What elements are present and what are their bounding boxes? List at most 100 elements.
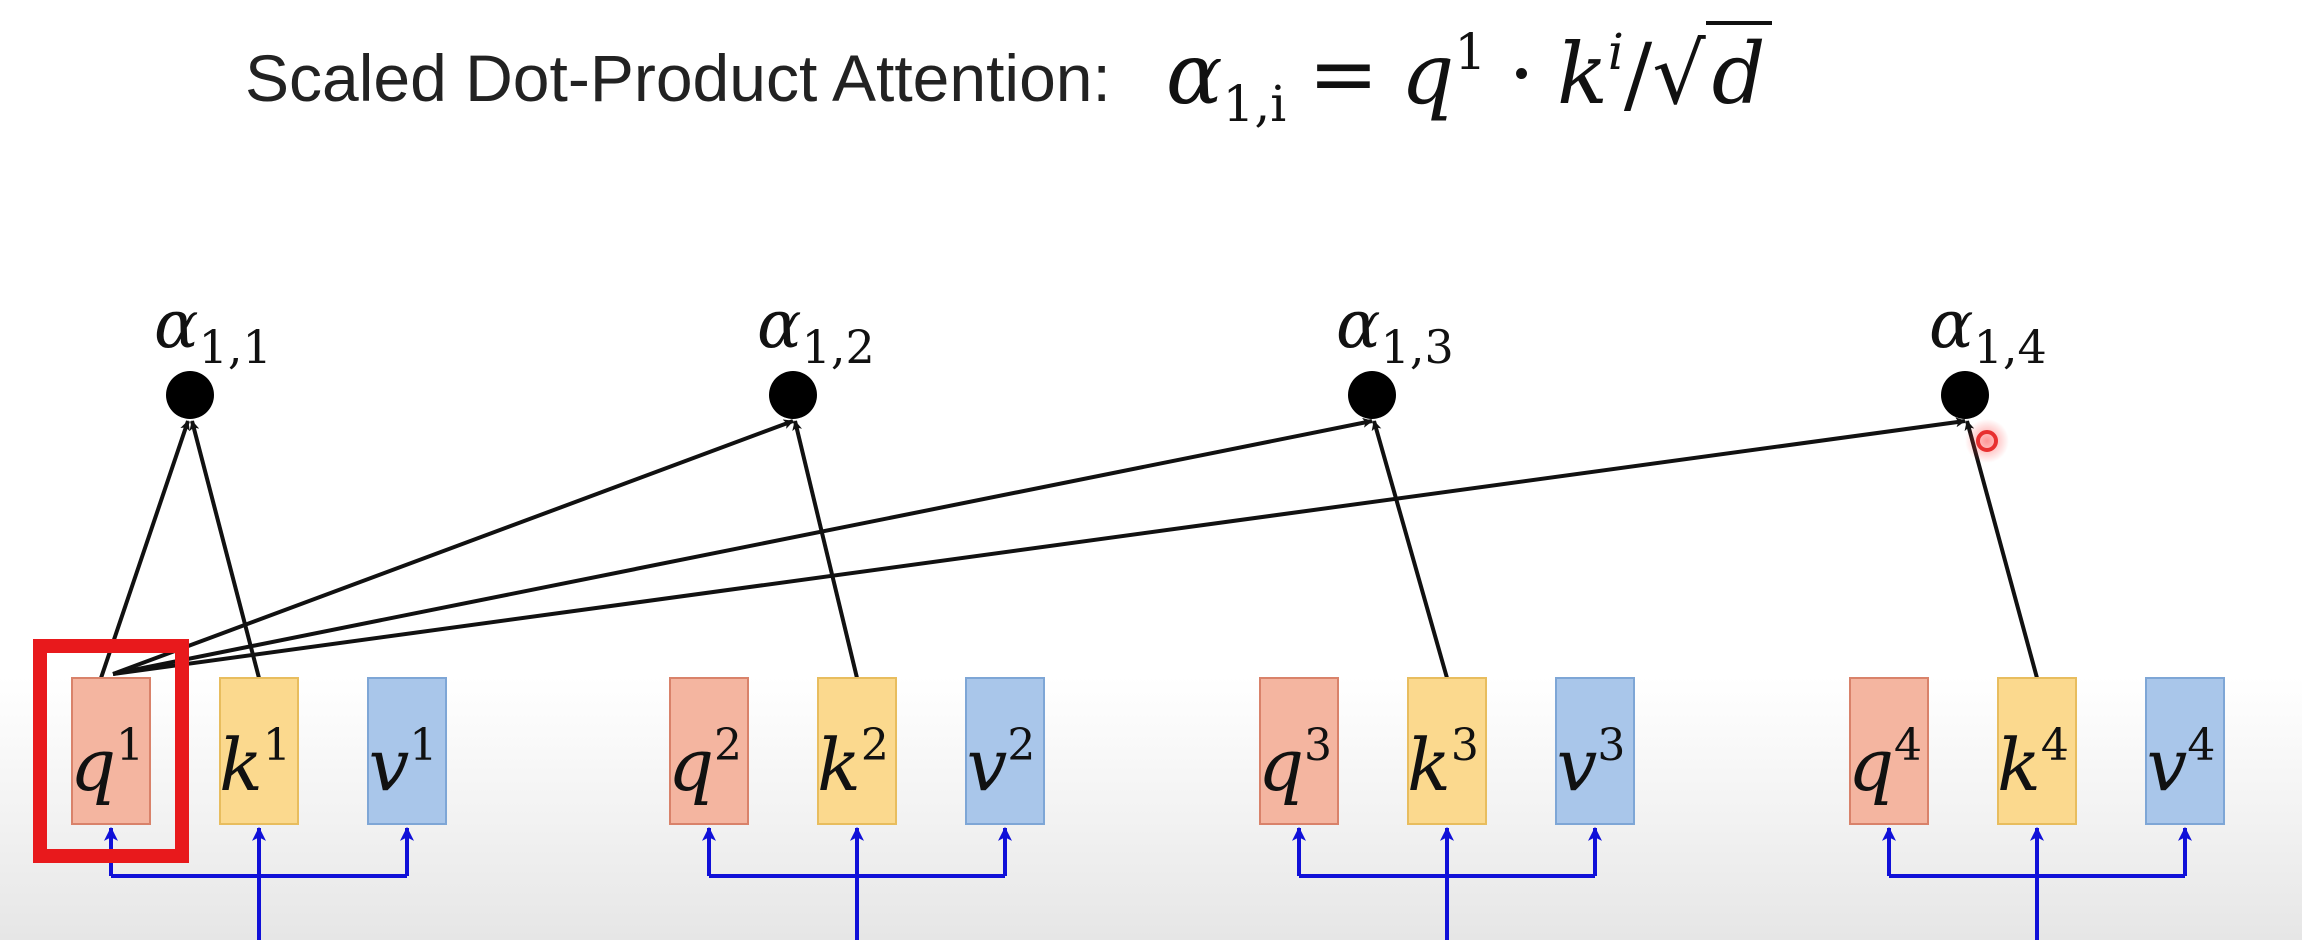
key-edge-4 — [1964, 420, 2039, 679]
alpha-subscript-4: 1,4 — [1974, 320, 2047, 374]
input-arrows — [104, 826, 2192, 940]
formula-sqrt: √ — [1652, 25, 1706, 123]
value-symbol-1: v — [369, 723, 410, 807]
formula-q: q — [1400, 25, 1455, 123]
cursor-indicator — [1965, 419, 2009, 463]
alpha-node-1 — [166, 371, 214, 419]
key-index-2: 2 — [861, 720, 889, 771]
input-connector-3 — [1292, 826, 1602, 940]
alpha-symbol-4: α — [1929, 286, 1974, 363]
value-label-2: v2 — [967, 720, 1036, 807]
title-formula: α1,i =q1 ·ki/√d — [1165, 21, 1772, 133]
value-symbol-4: v — [2147, 723, 2188, 807]
formula-slash: / — [1623, 25, 1653, 123]
key-label-2: k2 — [817, 720, 889, 807]
key-edge-1 — [189, 420, 261, 679]
value-label-3: v3 — [1557, 720, 1626, 807]
alpha-symbol-1: α — [154, 286, 199, 363]
value-box-3 — [1555, 677, 1635, 825]
query-edge-3 — [112, 417, 1373, 676]
query-label-4: q4 — [1848, 720, 1922, 807]
key-index-1: 1 — [263, 720, 291, 771]
formula-dot: · — [1508, 25, 1535, 123]
query-symbol-4: q — [1848, 723, 1894, 807]
cursor-glow — [1965, 419, 2009, 463]
key-symbol-4: k — [1997, 723, 2041, 807]
formula-d: d — [1705, 21, 1772, 123]
alpha-subscript-3: 1,3 — [1381, 320, 1454, 374]
query-highlight-box — [33, 639, 189, 863]
alpha-subscript-1: 1,1 — [199, 320, 272, 374]
formula-k: k — [1556, 25, 1608, 123]
alpha-symbol-2: α — [757, 286, 802, 363]
query-box-2 — [669, 677, 749, 825]
query-label-3: q3 — [1258, 720, 1332, 807]
query-index-1: 1 — [116, 720, 144, 771]
query-label-2: q2 — [668, 720, 742, 807]
alpha-subscript-2: 1,2 — [802, 320, 875, 374]
input-connector-1 — [104, 826, 414, 940]
query-edge-1 — [99, 420, 190, 679]
key-index-4: 4 — [2041, 720, 2069, 771]
key-edge-3 — [1371, 420, 1449, 679]
alpha-node-3 — [1348, 371, 1396, 419]
input-connector-4 — [1882, 826, 2192, 940]
key-label-4: k4 — [1997, 720, 2069, 807]
query-box-4 — [1849, 677, 1929, 825]
query-index-4: 4 — [1894, 720, 1922, 771]
alpha-label-4: α1,4 — [1929, 286, 2047, 374]
key-label-3: k3 — [1407, 720, 1479, 807]
attention-edges — [99, 417, 2039, 679]
query-box-3 — [1259, 677, 1339, 825]
formula-alpha: α — [1165, 25, 1223, 123]
value-box-1 — [367, 677, 447, 825]
value-label-4: v4 — [2147, 720, 2216, 807]
formula-k-superscript: i — [1607, 23, 1624, 81]
query-symbol-3: q — [1258, 723, 1304, 807]
alpha-label-2: α1,2 — [757, 286, 875, 374]
query-label-1: q1 — [70, 720, 144, 807]
cursor-ring — [1976, 430, 1998, 452]
title: Scaled Dot-Product Attention: α1,i =q1 ·ki… — [245, 18, 1772, 138]
query-symbol-1: q — [70, 723, 116, 807]
key-box-4 — [1997, 677, 2077, 825]
formula-equals: = — [1308, 25, 1379, 123]
value-index-4: 4 — [2187, 720, 2215, 771]
formula-q-superscript: 1 — [1454, 23, 1487, 81]
key-symbol-1: k — [219, 723, 263, 807]
title-label: Scaled Dot-Product Attention: — [245, 41, 1111, 115]
value-symbol-3: v — [1557, 723, 1598, 807]
alpha-label-3: α1,3 — [1336, 286, 1454, 374]
value-box-4 — [2145, 677, 2225, 825]
key-symbol-3: k — [1407, 723, 1451, 807]
key-box-1 — [219, 677, 299, 825]
query-symbol-2: q — [668, 723, 714, 807]
key-index-3: 3 — [1451, 720, 1479, 771]
query-index-2: 2 — [714, 720, 742, 771]
query-box-1 — [71, 677, 151, 825]
key-edge-2 — [792, 420, 859, 679]
alpha-label-1: α1,1 — [154, 286, 272, 374]
alpha-node-2 — [769, 371, 817, 419]
alpha-node-4 — [1941, 371, 1989, 419]
formula-alpha-subscript: 1,i — [1222, 75, 1287, 133]
value-symbol-2: v — [967, 723, 1008, 807]
key-box-2 — [817, 677, 897, 825]
query-edge-2 — [112, 419, 794, 676]
value-box-2 — [965, 677, 1045, 825]
value-index-3: 3 — [1597, 720, 1625, 771]
value-index-2: 2 — [1007, 720, 1035, 771]
query-edge-4 — [112, 417, 1966, 676]
key-box-3 — [1407, 677, 1487, 825]
input-connector-2 — [702, 826, 1012, 940]
query-index-3: 3 — [1304, 720, 1332, 771]
value-index-1: 1 — [409, 720, 437, 771]
key-symbol-2: k — [817, 723, 861, 807]
